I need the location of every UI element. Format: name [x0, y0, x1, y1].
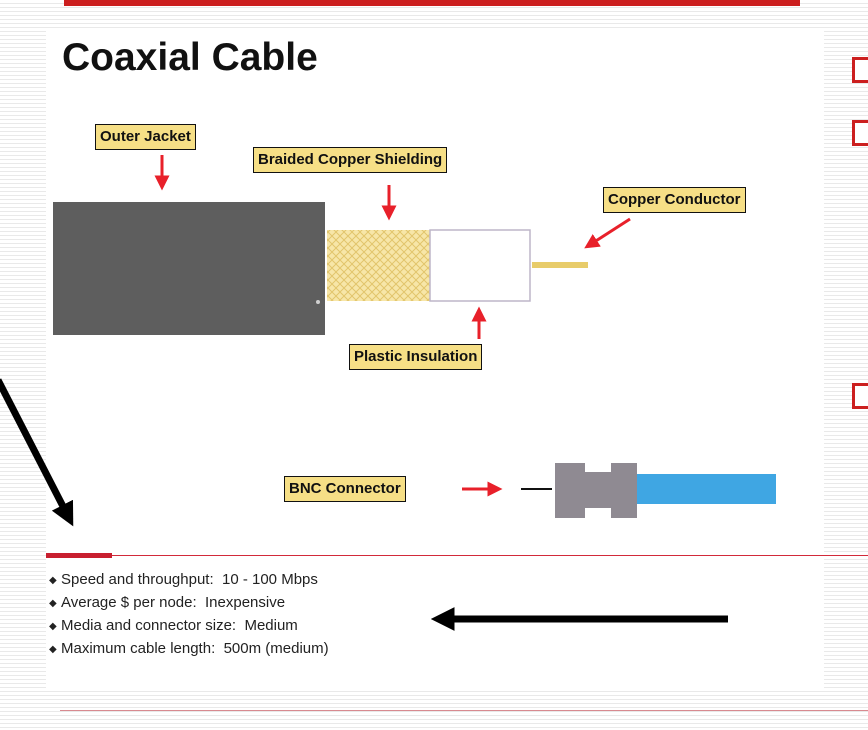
callout-bnc-connector: BNC Connector: [284, 476, 406, 502]
diamond-bullet-icon: ◆: [49, 621, 57, 632]
bnc-connector-body: [555, 463, 637, 518]
bottom-line: [60, 710, 868, 711]
spec-value: 10 - 100 Mbps: [221, 571, 318, 588]
spec-value: Medium: [244, 617, 298, 634]
spec-label: Media and connector size:: [61, 617, 237, 634]
black-arrow-icon: [0, 378, 74, 527]
top-accent-bar: [64, 0, 800, 6]
callout-braided-shielding: Braided Copper Shielding: [253, 147, 448, 173]
slide-title: Coaxial Cable: [62, 36, 318, 79]
outer-jacket: [53, 202, 325, 335]
copper-conductor: [532, 262, 588, 268]
bullet-box-2: [852, 120, 868, 146]
spec-label: Maximum cable length:: [61, 640, 216, 657]
spec-label: Average $ per node:: [61, 594, 197, 611]
spec-list: ◆ Speed and throughput: 10 - 100 Mbps ◆ Av…: [49, 570, 329, 662]
separator-accent: [46, 553, 112, 558]
spec-item: ◆ Media and connector size: Medium: [49, 616, 329, 639]
jacket-highlight: [316, 300, 320, 304]
diamond-bullet-icon: ◆: [49, 575, 57, 586]
callout-copper-conductor: Copper Conductor: [603, 187, 746, 213]
conductor-arrow: [584, 217, 631, 249]
plastic-insulation: [429, 229, 531, 302]
callout-plastic-insulation: Plastic Insulation: [349, 344, 483, 370]
braided-shielding: [327, 230, 430, 301]
bullet-box-1: [852, 57, 868, 83]
separator-line: [46, 555, 868, 556]
spec-item: ◆ Average $ per node: Inexpensive: [49, 593, 329, 616]
spec-item: ◆ Speed and throughput: 10 - 100 Mbps: [49, 570, 329, 593]
diamond-bullet-icon: ◆: [49, 598, 57, 609]
callout-outer-jacket: Outer Jacket: [95, 124, 196, 150]
bullet-box-3: [852, 383, 868, 409]
spec-value: 500m (medium): [223, 640, 329, 657]
spec-label: Speed and throughput:: [61, 571, 214, 588]
spec-item: ◆ Maximum cable length: 500m (medium): [49, 639, 329, 662]
bnc-cable: [637, 474, 776, 504]
spec-value: Inexpensive: [205, 594, 286, 611]
diamond-bullet-icon: ◆: [49, 644, 57, 655]
